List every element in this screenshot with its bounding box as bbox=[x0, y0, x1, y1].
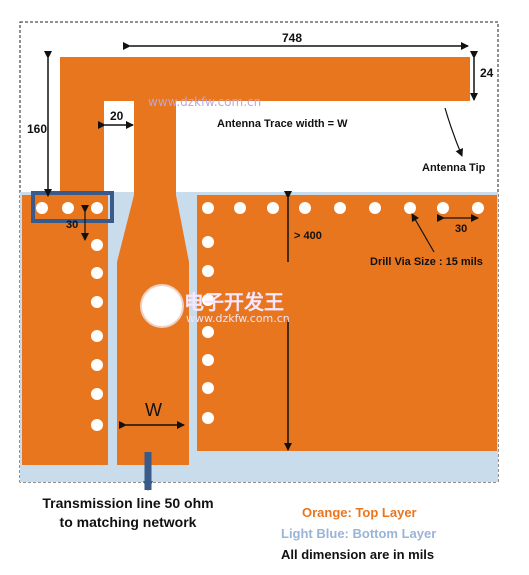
via-row-left bbox=[36, 202, 103, 214]
via bbox=[91, 330, 103, 342]
dim-30-left-label: 30 bbox=[66, 219, 79, 231]
via bbox=[334, 202, 346, 214]
via bbox=[202, 354, 214, 366]
via bbox=[91, 296, 103, 308]
via-column-left bbox=[91, 239, 103, 431]
via bbox=[91, 359, 103, 371]
via bbox=[202, 294, 214, 306]
via bbox=[62, 202, 74, 214]
via bbox=[36, 202, 48, 214]
legend-blue: Light Blue: Bottom Layer bbox=[281, 526, 437, 541]
via bbox=[202, 326, 214, 338]
via-row-right bbox=[202, 202, 484, 214]
antenna-top-arm bbox=[60, 57, 470, 101]
via bbox=[267, 202, 279, 214]
watermark-logo-text: 电子开发王 bbox=[184, 290, 284, 314]
drill-via-pointer bbox=[411, 213, 435, 253]
dim-160-label: 160 bbox=[27, 122, 48, 136]
dim-w-label: W bbox=[145, 400, 162, 420]
via bbox=[202, 412, 214, 424]
via bbox=[202, 236, 214, 248]
watermark-url-mid: www.dzkfw.com.cn bbox=[186, 312, 290, 325]
watermark-url-top: www.dzkfw.com.cn bbox=[148, 95, 262, 109]
via bbox=[91, 239, 103, 251]
antenna-feed-arm bbox=[134, 57, 176, 197]
via bbox=[437, 202, 449, 214]
via bbox=[91, 202, 103, 214]
caption-line-1: Transmission line 50 ohm bbox=[42, 495, 214, 511]
dim-24-label: 24 bbox=[480, 66, 494, 80]
via bbox=[91, 267, 103, 279]
via bbox=[299, 202, 311, 214]
dim-748-label: 748 bbox=[282, 31, 303, 45]
via bbox=[472, 202, 484, 214]
antenna-tip-annotation: Antenna Tip bbox=[422, 162, 486, 174]
feed-taper bbox=[117, 195, 189, 465]
trace-width-annotation: Antenna Trace width = W bbox=[217, 118, 348, 130]
drill-via-annotation: Drill Via Size : 15 mils bbox=[370, 256, 483, 268]
transmission-caption: Transmission line 50 ohm to matching net… bbox=[28, 494, 228, 532]
via bbox=[234, 202, 246, 214]
dim-30-right-label: 30 bbox=[455, 223, 468, 235]
via bbox=[202, 202, 214, 214]
via-highlight-box bbox=[31, 191, 114, 223]
via bbox=[369, 202, 381, 214]
via-column-right bbox=[202, 236, 214, 424]
via bbox=[202, 382, 214, 394]
caption-line-2: to matching network bbox=[59, 514, 197, 530]
via bbox=[91, 388, 103, 400]
top-layer-ground-right bbox=[197, 195, 497, 451]
top-layer-ground-left bbox=[22, 195, 108, 465]
antenna-tip-pointer bbox=[444, 107, 464, 157]
via bbox=[202, 265, 214, 277]
watermark-logo bbox=[140, 284, 184, 328]
legend-dims: All dimension are in mils bbox=[281, 547, 435, 562]
dim-400-label: > 400 bbox=[294, 230, 322, 242]
legend-orange: Orange: Top Layer bbox=[302, 505, 417, 520]
dim-20-label: 20 bbox=[110, 109, 124, 123]
via bbox=[404, 202, 416, 214]
via bbox=[91, 419, 103, 431]
